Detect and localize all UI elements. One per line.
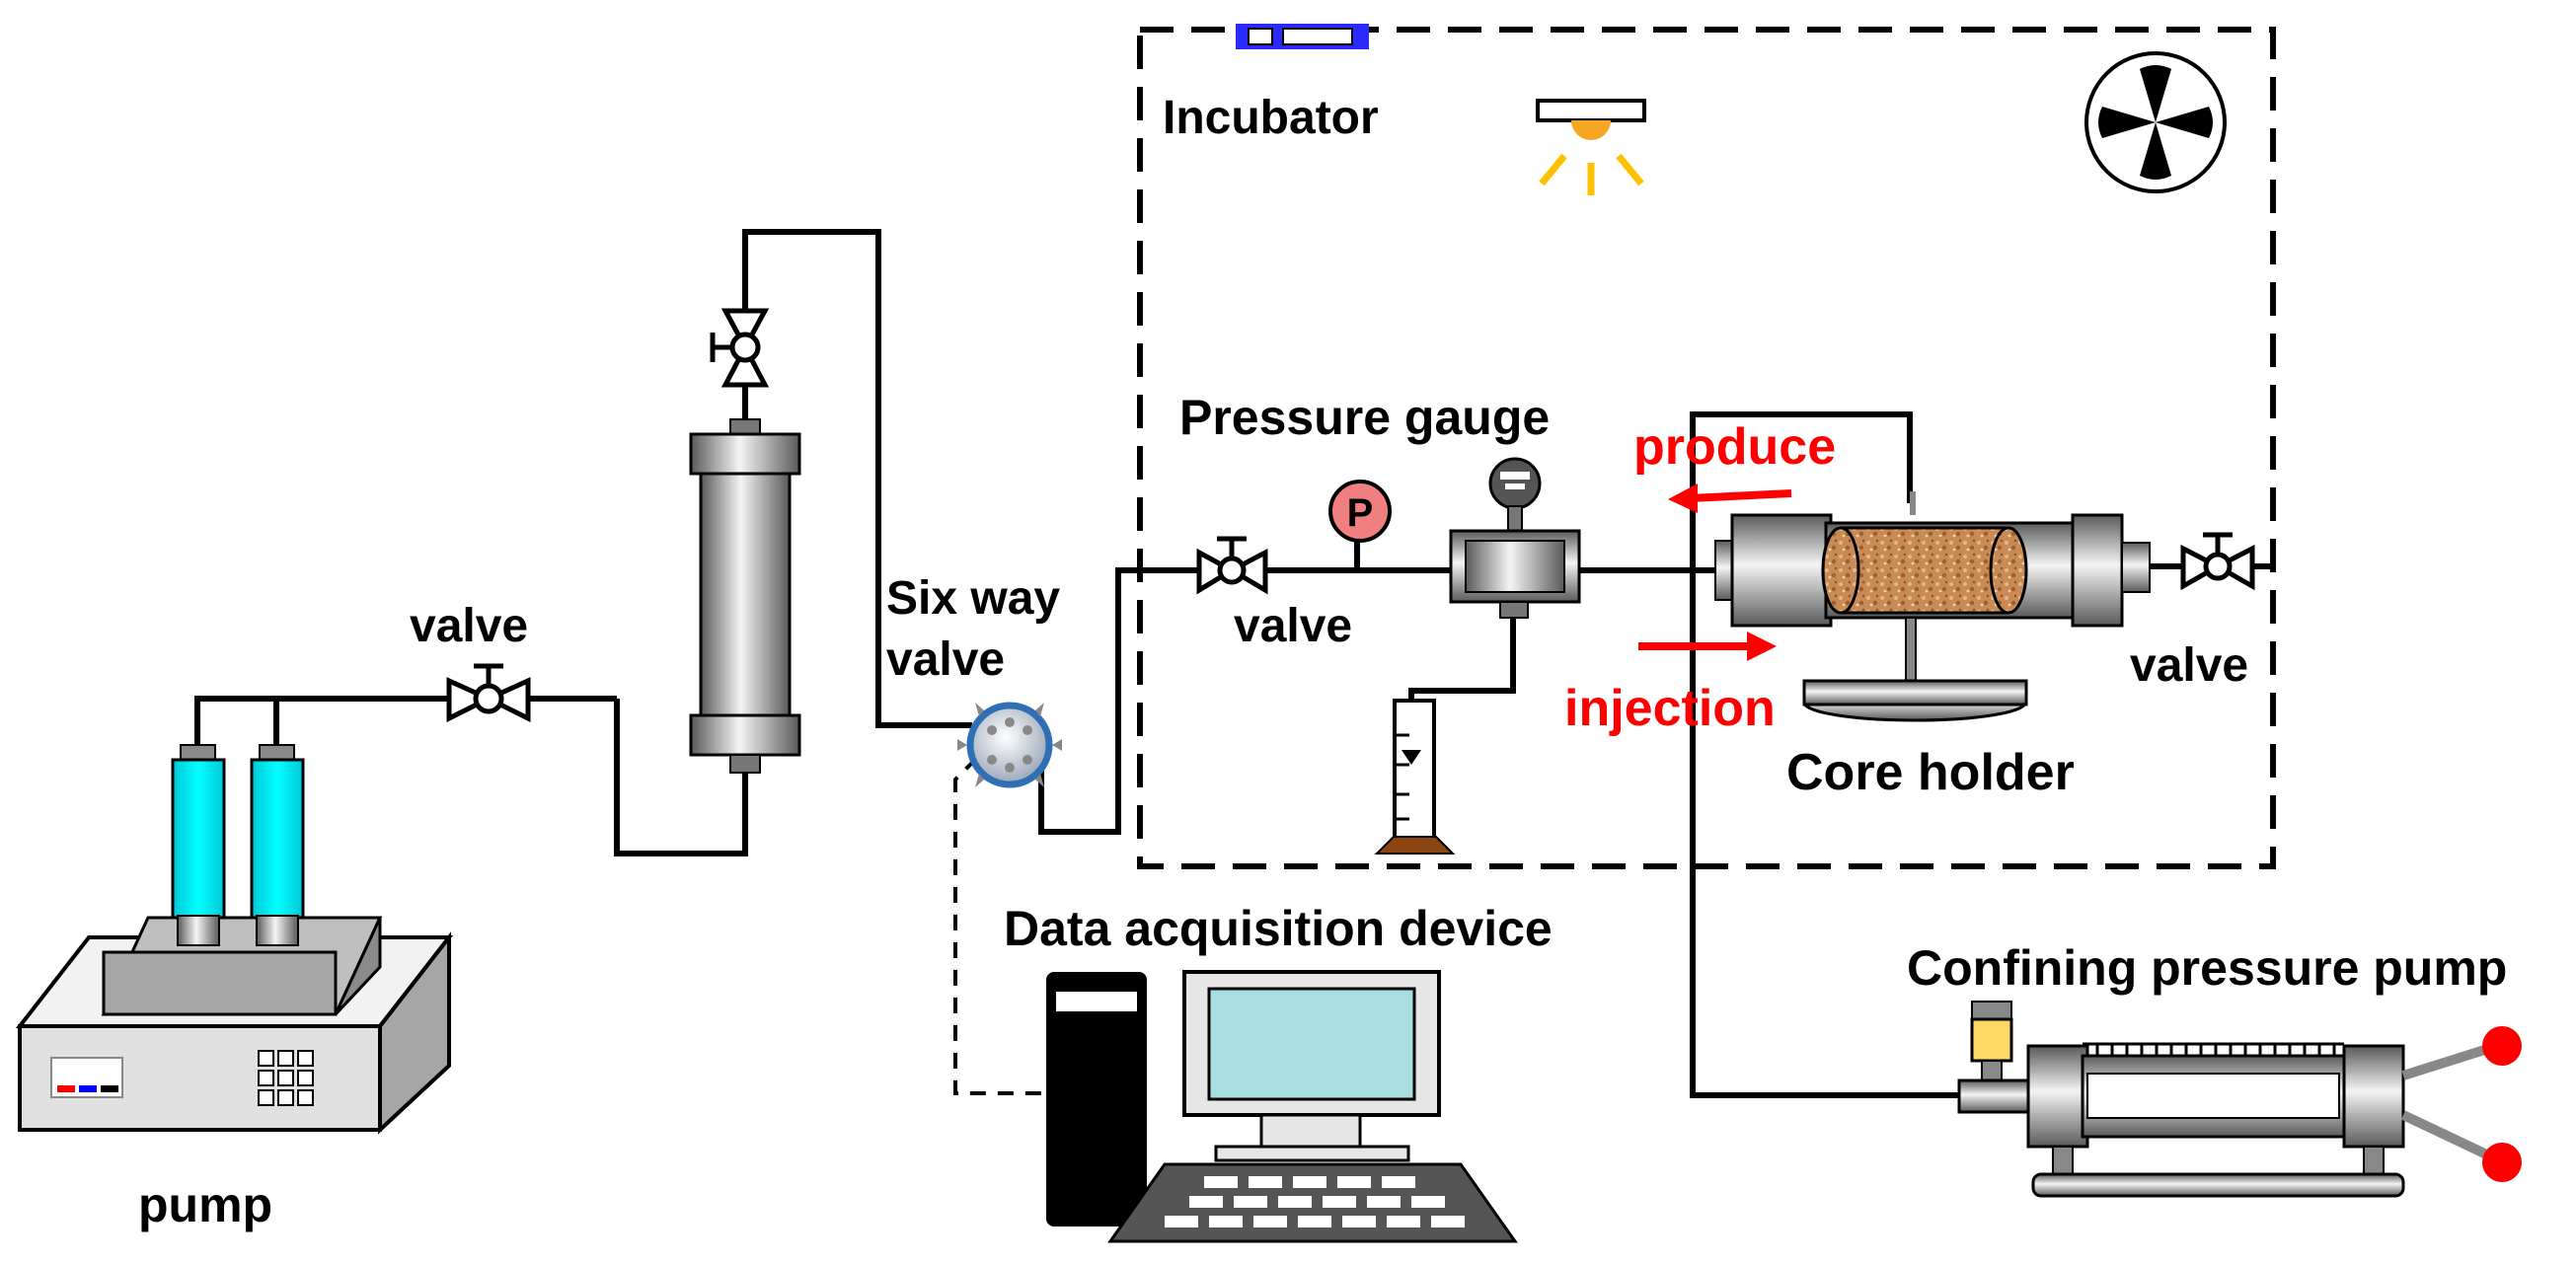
data-acquisition-label: Data acquisition device [1004, 901, 1553, 956]
pump-label: pump [138, 1177, 272, 1232]
pressure-sensor [1449, 457, 1581, 619]
valve-right[interactable] [2180, 532, 2255, 591]
valve-pump-outlet[interactable] [446, 663, 531, 723]
fan-icon [2084, 51, 2227, 193]
valve-pump-label: valve [410, 600, 528, 652]
computer-monitor [1182, 970, 1441, 1162]
pressure-gauge-letter: P [1347, 491, 1374, 535]
produce-arrow [1668, 483, 1792, 513]
pressure-gauge-label: Pressure gauge [1179, 390, 1550, 445]
produce-label: produce [1633, 418, 1836, 476]
injection-label: injection [1564, 680, 1776, 737]
valve-top-vertical[interactable] [710, 308, 770, 388]
confining-pump-label: Confining pressure pump [1907, 940, 2507, 996]
six-way-valve-label-line1: Six way [886, 572, 1060, 625]
computer-keyboard [1107, 1162, 1518, 1243]
core-holder [1714, 491, 2151, 722]
intermediate-container [689, 418, 801, 774]
valve-center-label: valve [1234, 600, 1352, 652]
measuring-cylinder [1374, 699, 1456, 855]
incubator-control-panel [1236, 24, 1369, 49]
valve-center[interactable] [1196, 536, 1268, 595]
confining-pressure-pump [1957, 1001, 2522, 1198]
six-way-valve[interactable] [957, 702, 1062, 788]
data-cable [953, 756, 1046, 1095]
incubator-boundary [1137, 27, 2276, 869]
injection-arrow [1638, 632, 1777, 661]
incubator-label: Incubator [1163, 92, 1379, 144]
core-holder-label: Core holder [1786, 744, 2075, 801]
computer-tower [1046, 972, 1147, 1227]
valve-right-label: valve [2130, 639, 2248, 692]
six-way-valve-label-line2: valve [886, 633, 1005, 686]
pump-device [15, 744, 454, 1135]
pressure-gauge-p: P [1328, 480, 1392, 543]
lamp-icon [1536, 99, 1646, 195]
